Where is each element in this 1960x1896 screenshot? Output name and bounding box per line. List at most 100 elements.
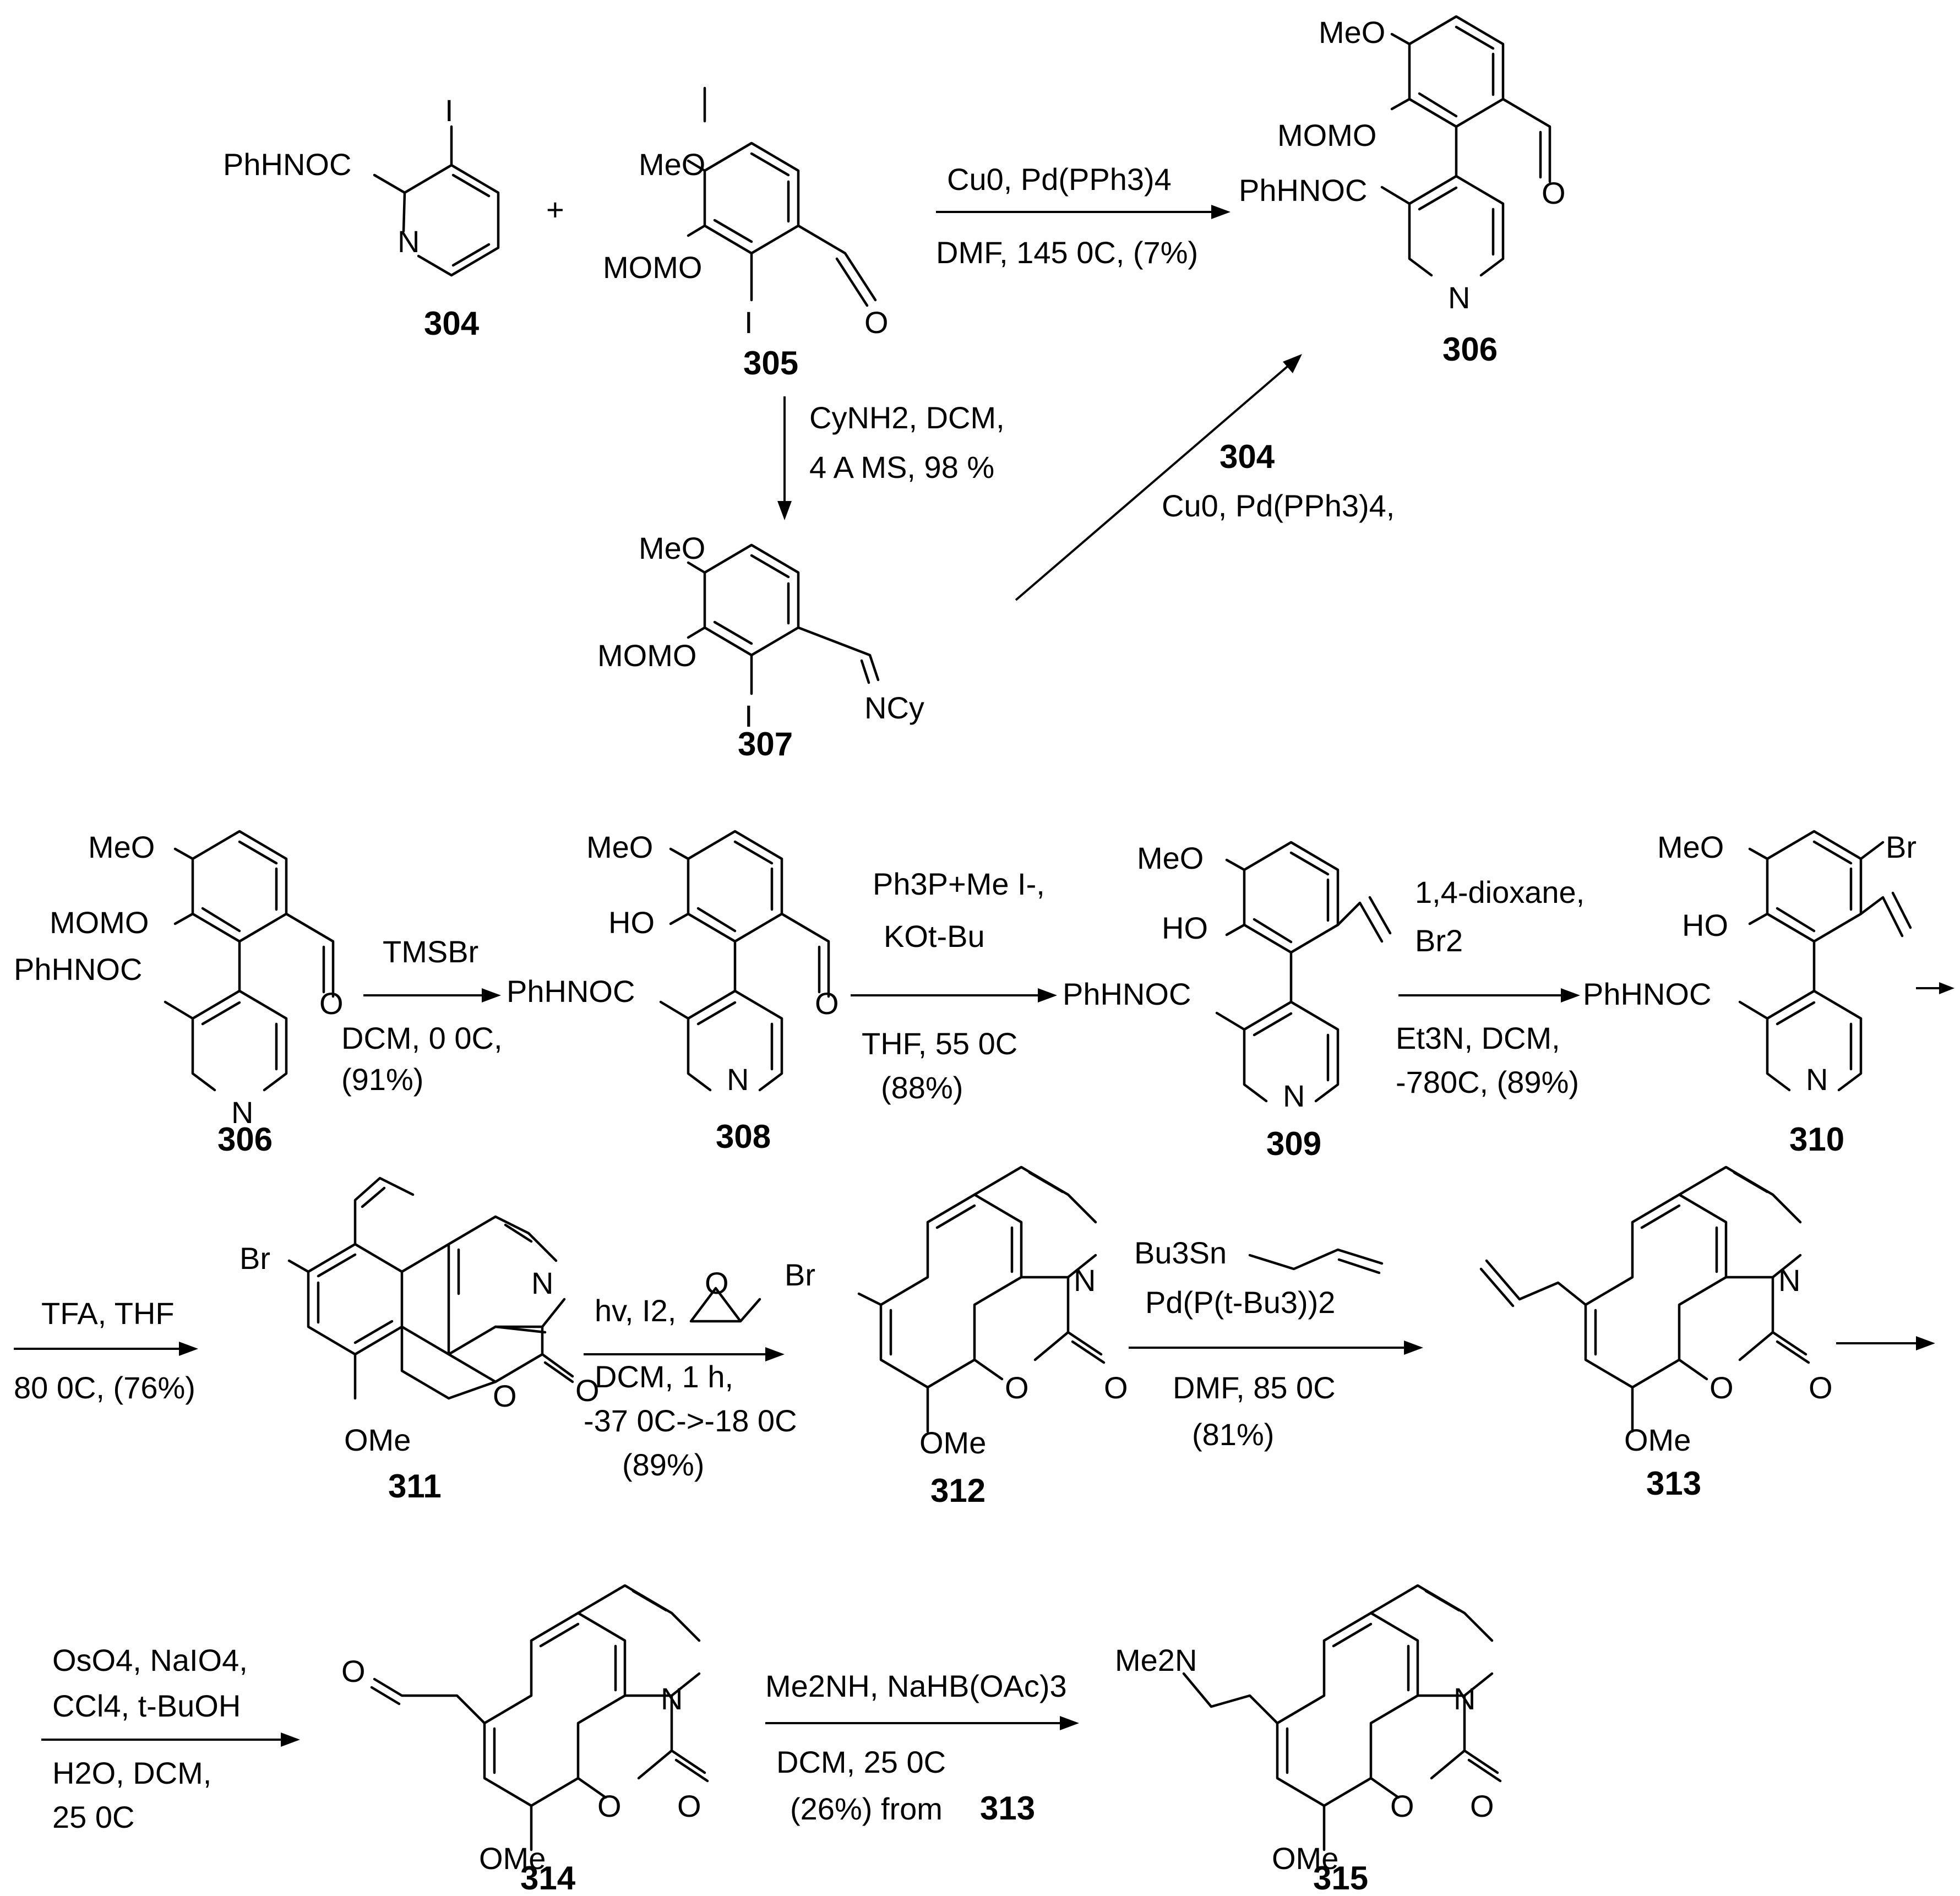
reagent-r11-line2: DCM, 25 0C	[776, 1745, 946, 1779]
atom-n: N	[1448, 280, 1470, 315]
atom-o: O	[1104, 1370, 1128, 1405]
compound-label-308: 308	[716, 1118, 771, 1155]
compound-label-312: 312	[930, 1472, 986, 1509]
atom-momo: MOMO	[50, 905, 149, 940]
reaction-arrow-r1	[936, 205, 1231, 219]
atom-phhnoc: PhHNOC	[507, 974, 635, 1009]
atom-o: O	[1470, 1789, 1494, 1823]
compound-313-structure: N O O OMe	[1479, 1165, 1833, 1457]
reagent-r8-line3: -37 0C->-18 0C	[584, 1403, 797, 1438]
reaction-arrow-r5	[851, 988, 1057, 1003]
allyl-icon	[1248, 1248, 1384, 1274]
compound-310-structure: MeO Br HO PhHNOC N	[1583, 830, 1917, 1097]
atom-phhnoc: PhHNOC	[223, 147, 351, 182]
atom-i: I	[445, 93, 454, 128]
reagent-r7-line2: 80 0C, (76%)	[14, 1370, 195, 1405]
atom-n: N	[1074, 1263, 1096, 1298]
atom-br: Br	[239, 1241, 270, 1276]
reagent-r8-line4: (89%)	[622, 1447, 704, 1482]
compound-label-313: 313	[1646, 1465, 1701, 1502]
atom-phhnoc: PhHNOC	[1239, 173, 1367, 208]
reagent-r8-line1: hv, I2,	[595, 1293, 676, 1328]
reagent-r11-line3: (26%) from	[790, 1791, 943, 1826]
compound-307-structure: MeO MOMO I NCy	[597, 531, 924, 733]
reagent-r10-line2: CCl4, t-BuOH	[52, 1688, 241, 1723]
atom-o: O	[341, 1654, 366, 1688]
reagent-r9-line2: Pd(P(t-Bu3))2	[1145, 1285, 1335, 1320]
atom-o: O	[864, 305, 889, 340]
compound-label-305: 305	[743, 345, 798, 382]
atom-ome: OMe	[919, 1425, 986, 1460]
epoxide-icon: O	[689, 1266, 761, 1323]
atom-ho: HO	[1682, 908, 1728, 942]
reagent-r5-line3: THF, 55 0C	[862, 1026, 1017, 1061]
atom-n: N	[1453, 1681, 1476, 1716]
reagent-r6-line2: Br2	[1415, 923, 1463, 958]
atom-ome: OMe	[344, 1423, 411, 1457]
compound-306-structure-a: MeO MOMO PhHNOC O N	[1239, 15, 1566, 315]
atom-o: O	[1809, 1370, 1833, 1405]
reaction-arrow-r4	[363, 988, 501, 1003]
atom-n: N	[531, 1266, 553, 1300]
reagent-r6-line4: -780C, (89%)	[1396, 1065, 1579, 1099]
reagent-r3-compound: 304	[1219, 438, 1275, 475]
compound-315-structure: Me2N N O O OMe	[1115, 1584, 1502, 1876]
continuation-arrow-row2	[1916, 982, 1954, 994]
atom-phhnoc: PhHNOC	[1583, 977, 1711, 1011]
atom-meo: MeO	[1657, 830, 1724, 864]
atom-ncy: NCy	[864, 690, 924, 725]
compound-311-structure: Br N O O OMe	[239, 1176, 600, 1457]
reagent-r9-line4: (81%)	[1192, 1417, 1274, 1452]
atom-phhnoc: PhHNOC	[14, 952, 142, 987]
atom-meo: MeO	[88, 830, 155, 864]
atom-o: O	[1709, 1370, 1734, 1405]
compound-306-structure-b: MeO MOMO PhHNOC O N	[14, 830, 344, 1130]
atom-meo: MeO	[1319, 15, 1385, 50]
atom-o: O	[815, 986, 839, 1021]
atom-meo: MeO	[639, 531, 705, 565]
atom-i: I	[744, 305, 753, 340]
atom-n: N	[1283, 1078, 1305, 1113]
atom-n: N	[1778, 1263, 1800, 1298]
reagent-r6-line3: Et3N, DCM,	[1396, 1021, 1560, 1055]
reagent-r10-line3: H2O, DCM,	[52, 1756, 211, 1790]
atom-o: O	[493, 1379, 517, 1413]
reaction-arrow-r2	[777, 396, 792, 520]
reagent-r4-line2: DCM, 0 0C,	[341, 1021, 503, 1055]
reagent-r2-line1: CyNH2, DCM,	[809, 400, 1005, 435]
atom-o: O	[677, 1789, 701, 1823]
reagent-r5-line4: (88%)	[881, 1070, 963, 1105]
atom-phhnoc: PhHNOC	[1063, 977, 1191, 1011]
reagent-r5-line2: KOt-Bu	[884, 919, 985, 954]
atom-n: N	[398, 224, 420, 259]
compound-305-structure: MeO MOMO I O	[603, 86, 889, 340]
plus-sign: +	[546, 192, 564, 227]
compound-label-306-top: 306	[1442, 331, 1498, 368]
atom-br: Br	[1886, 830, 1917, 864]
compound-308-structure: MeO HO PhHNOC O N	[507, 830, 839, 1097]
atom-o: O	[575, 1373, 600, 1408]
reagent-r11-line1: Me2NH, NaHB(OAc)3	[765, 1669, 1067, 1703]
atom-momo: MOMO	[1277, 118, 1376, 152]
atom-o: O	[319, 986, 344, 1021]
compound-309-structure: MeO HO PhHNOC N	[1063, 841, 1392, 1113]
atom-ho: HO	[608, 905, 655, 940]
reaction-arrow-r11	[765, 1716, 1079, 1730]
atom-ho: HO	[1162, 911, 1208, 945]
atom-o: O	[1005, 1370, 1029, 1405]
atom-ome: OMe	[1624, 1423, 1691, 1457]
reaction-arrow-r7	[14, 1342, 198, 1356]
compound-label-310: 310	[1789, 1121, 1844, 1158]
atom-o: O	[705, 1266, 729, 1300]
reaction-arrow-r3	[1015, 354, 1302, 601]
compound-312-structure: Br N O O OMe	[785, 1165, 1128, 1460]
reagent-r1-line1: Cu0, Pd(PPh3)4	[947, 162, 1172, 197]
reaction-arrow-r6	[1398, 988, 1580, 1003]
compound-label-315: 315	[1313, 1860, 1368, 1896]
reagent-r3-line1: Cu0, Pd(PPh3)4,	[1162, 488, 1395, 523]
reagent-r1-line2: DMF, 145 0C, (7%)	[936, 235, 1198, 270]
atom-n: N	[1806, 1062, 1828, 1097]
reaction-arrow-r8	[584, 1347, 785, 1361]
compound-304-structure: PhHNOC N I	[223, 93, 500, 277]
